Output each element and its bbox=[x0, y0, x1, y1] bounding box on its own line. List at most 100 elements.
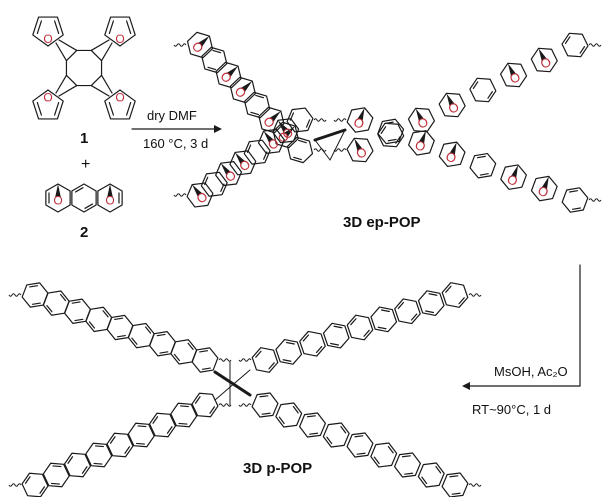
step2-reagent: MsOH, Ac₂O bbox=[494, 364, 568, 379]
aromatic-unit bbox=[370, 442, 398, 468]
repeat-unit: O bbox=[500, 62, 528, 88]
oxygen-atom: O bbox=[115, 32, 124, 46]
ring bbox=[243, 139, 271, 165]
aromatic-ring bbox=[127, 322, 155, 349]
ring bbox=[286, 107, 314, 133]
bridge-wedge bbox=[354, 138, 364, 153]
bond bbox=[472, 81, 479, 89]
bond bbox=[445, 285, 452, 293]
oxygen-atom: O bbox=[505, 171, 520, 189]
bond bbox=[39, 486, 46, 494]
bond bbox=[313, 128, 347, 142]
bond bbox=[71, 301, 81, 304]
bond bbox=[52, 465, 62, 468]
bridge-wedge bbox=[507, 63, 517, 78]
bond bbox=[137, 425, 147, 428]
aromatic-ring bbox=[64, 298, 91, 324]
ring bbox=[229, 76, 256, 104]
bicyclic-ring bbox=[97, 183, 123, 213]
bond bbox=[333, 325, 343, 329]
bond bbox=[487, 91, 493, 99]
bond bbox=[354, 435, 364, 438]
bond bbox=[282, 359, 292, 362]
repeat-unit bbox=[561, 32, 589, 58]
bond bbox=[55, 42, 68, 62]
bond bbox=[31, 302, 41, 305]
bond bbox=[293, 156, 302, 161]
aromatic-ring bbox=[170, 339, 198, 365]
compound-1: O O O O bbox=[32, 16, 136, 120]
wavy-end bbox=[173, 193, 187, 197]
bond bbox=[114, 317, 124, 321]
aromatic-unit bbox=[346, 314, 374, 341]
aromatic-unit bbox=[127, 422, 155, 448]
ring bbox=[469, 152, 497, 179]
bond bbox=[74, 187, 84, 193]
aromatic-unit bbox=[417, 462, 445, 488]
ring bbox=[186, 31, 214, 59]
repeat-unit bbox=[561, 187, 589, 213]
repeat-unit: O bbox=[530, 175, 558, 202]
wavy-end bbox=[173, 43, 187, 47]
bond bbox=[315, 345, 323, 354]
bond bbox=[397, 301, 405, 310]
bond bbox=[278, 416, 285, 425]
p-pop-label: 3D p-POP bbox=[243, 460, 313, 477]
oxygen-atom: O bbox=[43, 32, 52, 46]
bond bbox=[268, 362, 275, 370]
repeat-unit bbox=[201, 46, 228, 74]
aromatic-ring bbox=[21, 282, 49, 308]
bond bbox=[292, 405, 299, 414]
bond bbox=[93, 462, 103, 465]
ring bbox=[215, 61, 242, 89]
bond bbox=[102, 310, 109, 318]
bond bbox=[377, 326, 387, 330]
bond bbox=[302, 334, 310, 342]
aromatic-ring bbox=[191, 347, 219, 373]
ring bbox=[530, 175, 558, 202]
oxygen-atom: O bbox=[413, 137, 428, 155]
bond bbox=[404, 472, 414, 475]
aromatic-unit bbox=[417, 290, 445, 317]
compound-1-label: 1 bbox=[80, 130, 89, 147]
furan-ring: O bbox=[32, 16, 64, 47]
bond bbox=[178, 422, 188, 425]
oxygen-atom: O bbox=[43, 91, 52, 105]
bridge-wedge bbox=[107, 184, 113, 198]
aromatic-ring bbox=[42, 290, 70, 316]
bond bbox=[410, 313, 418, 321]
ring bbox=[469, 77, 497, 103]
aromatic-unit bbox=[127, 322, 155, 349]
aromatic-ring bbox=[322, 422, 350, 448]
bond bbox=[309, 432, 319, 435]
bond bbox=[250, 111, 260, 116]
bond bbox=[246, 144, 252, 153]
wavy-end bbox=[588, 43, 602, 47]
ring bbox=[346, 137, 374, 163]
bond bbox=[380, 126, 387, 134]
bond bbox=[109, 436, 116, 444]
aromatic-unit bbox=[106, 314, 134, 341]
aromatic-unit bbox=[148, 412, 177, 438]
bond bbox=[458, 297, 465, 305]
furan-pentagon bbox=[104, 89, 136, 120]
aromatic-ring bbox=[322, 322, 350, 349]
bond bbox=[306, 415, 316, 418]
repeat-unit: O bbox=[438, 92, 466, 118]
bond bbox=[298, 139, 307, 144]
bond bbox=[67, 456, 74, 464]
repeat-unit: O bbox=[500, 164, 527, 190]
oxygen-atom: O bbox=[105, 193, 114, 207]
repeat-unit bbox=[377, 118, 405, 145]
furan-ring: O bbox=[104, 89, 136, 120]
bond bbox=[387, 138, 397, 142]
bridge-wedge bbox=[197, 36, 210, 48]
bond bbox=[187, 342, 194, 351]
bridge-wedge bbox=[192, 184, 204, 198]
aromatic-unit bbox=[64, 298, 91, 324]
wavy-end bbox=[238, 358, 252, 362]
bond bbox=[449, 475, 459, 478]
furan-pentagon bbox=[104, 16, 136, 47]
aromatic-ring bbox=[346, 314, 374, 341]
bridge-wedge bbox=[263, 131, 275, 145]
